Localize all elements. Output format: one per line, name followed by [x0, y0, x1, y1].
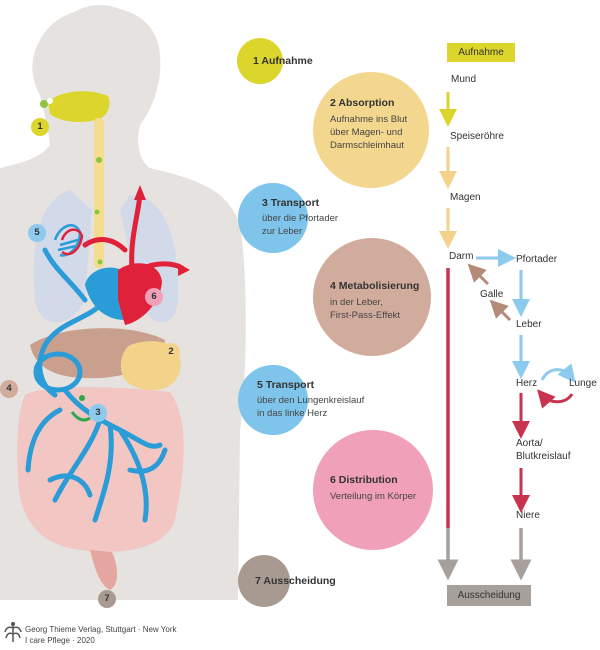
- flow-start-box: Aufnahme: [447, 43, 515, 62]
- stage-circle-transport-2: [238, 365, 308, 435]
- stage-desc-absorption-1: Aufnahme ins Blut: [330, 114, 408, 125]
- flow-step-mund: Mund: [451, 74, 477, 85]
- flow-step-niere: Niere: [516, 510, 540, 521]
- stage-circle-ausscheidung: [238, 555, 290, 607]
- body-marker-7: 7: [98, 590, 116, 608]
- flow-step-lunge: Lunge: [569, 378, 597, 389]
- stage-title-ausscheidung: 7 Ausscheidung: [255, 575, 336, 587]
- stage-desc-distribution-1: Verteilung im Körper: [330, 491, 417, 502]
- flow-step-herz: Herz: [516, 378, 538, 389]
- stage-desc-transport-2-2: in das linke Herz: [257, 408, 328, 419]
- stage-desc-metabolisierung-2: First-Pass-Effekt: [330, 310, 401, 321]
- flow-step-magen: Magen: [450, 192, 481, 203]
- flow-step-pfortader: Pfortader: [516, 254, 558, 265]
- body-marker-6: 6: [145, 288, 163, 306]
- body-marker-4: 4: [0, 380, 18, 398]
- footer-publisher: Georg Thieme Verlag, Stuttgart · New Yor…: [25, 625, 177, 634]
- stage-circle-absorption: [313, 72, 429, 188]
- stage-title-transport-2: 5 Transport: [257, 379, 315, 391]
- body-marker-1: 1: [31, 118, 49, 136]
- arrow-galle-darm: [467, 263, 490, 286]
- stage-circle-aufnahme: [237, 38, 283, 84]
- flow-step-leber: Leber: [516, 319, 542, 330]
- stage-desc-metabolisierung-1: in der Leber,: [330, 297, 383, 308]
- stage-desc-absorption-3: Darmschleimhaut: [330, 140, 404, 151]
- stage-circle-transport-1: [238, 183, 308, 253]
- stage-desc-transport-2-1: über den Lungenkreislauf: [257, 395, 365, 406]
- stage-title-distribution: 6 Distribution: [330, 474, 398, 486]
- arrow-herz-lunge: [540, 363, 576, 384]
- flow-step-aorta-1: Aorta/: [516, 438, 543, 449]
- flow-step-darm: Darm: [449, 251, 474, 262]
- stage-desc-transport-1-2: zur Leber: [262, 226, 303, 237]
- flow-step-aorta-2: Blutkreislauf: [516, 451, 571, 462]
- arrow-lunge-herz: [537, 389, 574, 409]
- stage-title-aufnahme: 1 Aufnahme: [253, 55, 313, 67]
- flow-end-box: Ausscheidung: [447, 585, 531, 606]
- stage-title-metabolisierung: 4 Metabolisierung: [330, 280, 420, 292]
- heart: [85, 267, 125, 320]
- footer-edition: I care Pflege · 2020: [25, 636, 95, 645]
- stage-title-absorption: 2 Absorption: [330, 97, 395, 109]
- stage-circle-distribution: [313, 430, 433, 550]
- publisher-logo-icon: [4, 622, 22, 642]
- flow-step-galle: Galle: [480, 289, 504, 300]
- stage-desc-absorption-2: über Magen- und: [330, 127, 403, 138]
- body-marker-2: 2: [162, 343, 180, 361]
- intestines: [17, 387, 184, 552]
- oral-cavity: [48, 91, 110, 122]
- stage-circle-metabolisierung: [313, 238, 431, 356]
- portal-vein-system: [25, 247, 168, 523]
- stage-title-transport-1: 3 Transport: [262, 197, 320, 209]
- arrow-leber-galle: [489, 299, 512, 322]
- stage-desc-transport-1-1: über die Pfortader: [262, 213, 339, 224]
- body-marker-5: 5: [28, 224, 46, 242]
- body-marker-3: 3: [89, 404, 107, 422]
- flow-step-speiseroehre: Speiseröhre: [450, 131, 504, 142]
